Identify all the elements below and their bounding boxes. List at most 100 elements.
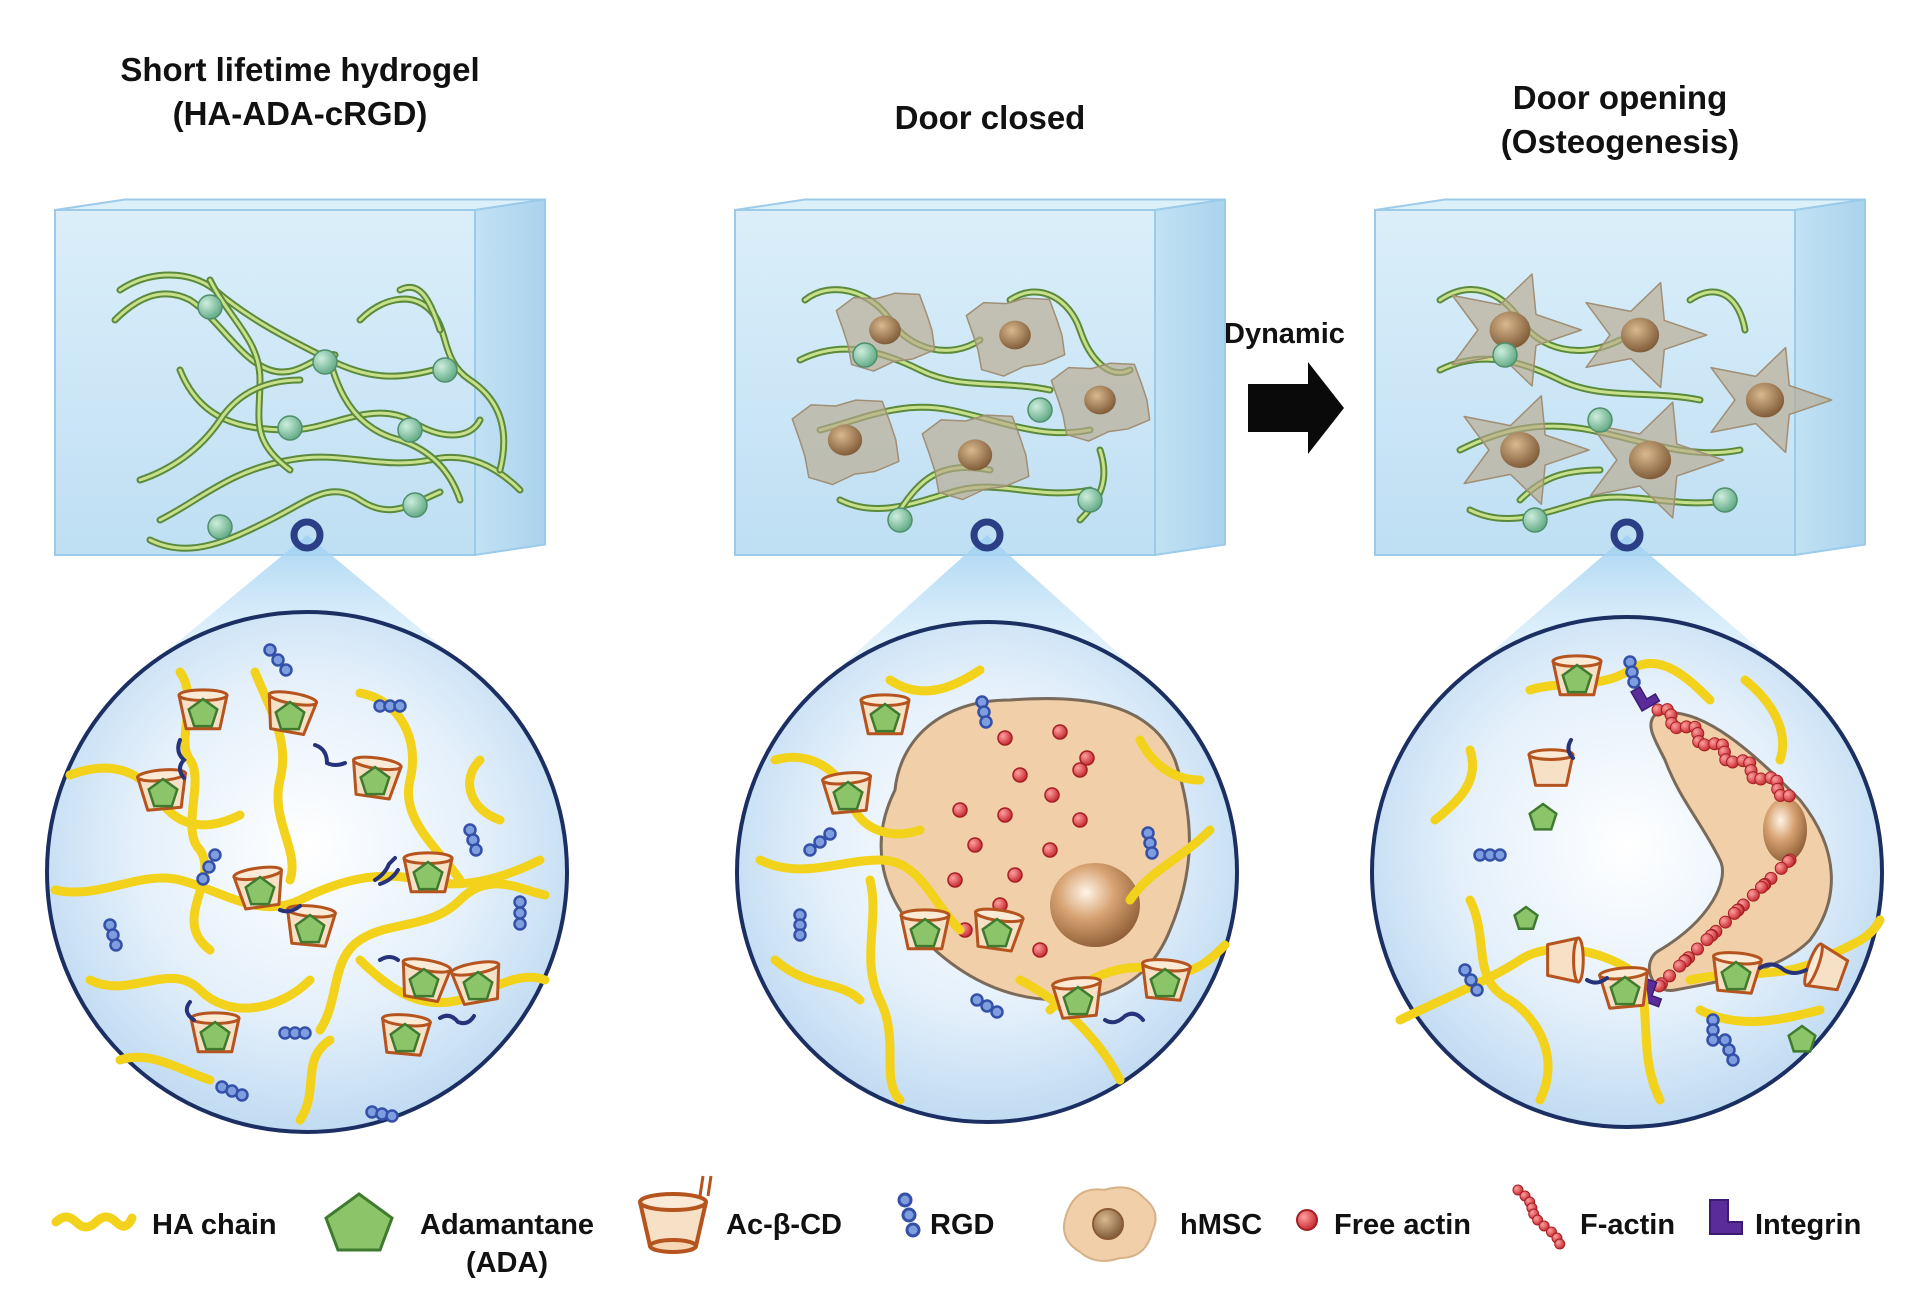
crosslink-node	[402, 492, 428, 518]
adamantane	[187, 697, 219, 728]
cyclodextrin-rim	[1527, 748, 1575, 761]
adamantane	[359, 765, 391, 796]
linker	[1585, 976, 1609, 985]
legend-ha-chain-icon	[51, 1212, 137, 1232]
f-actin-bead	[1782, 789, 1796, 803]
zoom-origin-ring	[1610, 518, 1644, 552]
free-actin	[1042, 842, 1058, 858]
ha-chain	[295, 1035, 335, 1125]
cube-cell-nucleus	[999, 320, 1031, 350]
ha-chain	[315, 879, 550, 1035]
cube-cell-nucleus	[1084, 385, 1116, 415]
legend-integrin-label: Integrin	[1755, 1209, 1862, 1241]
ha-chain	[1430, 745, 1478, 825]
panel3-title-line2: (Osteogenesis)	[1500, 123, 1740, 160]
f-actin-bead	[1727, 906, 1741, 920]
legend-f-actin-bead	[1538, 1220, 1550, 1232]
ha-chain	[115, 1052, 215, 1085]
panel1-strand-7-highlight	[328, 358, 462, 502]
adamantane	[869, 702, 901, 733]
ha-chain	[865, 875, 905, 1105]
f-actin-bead	[1754, 880, 1768, 894]
crosslink-node	[397, 417, 423, 443]
free-actin	[947, 872, 963, 888]
gel-cube-top	[54, 198, 546, 211]
panel3-strand-5-highlight	[1518, 468, 1602, 502]
legend-integrin-icon	[1709, 1199, 1743, 1235]
rgd-bead	[385, 1109, 399, 1123]
legend-cyclodextrin-label: Ac-β-CD	[726, 1209, 842, 1241]
legend-adamantane-line1: Adamantane	[420, 1209, 595, 1241]
rgd-bead	[279, 663, 293, 677]
free-actin	[1044, 787, 1060, 803]
rgd-bead	[793, 928, 807, 942]
panel2	[734, 198, 1239, 1124]
rgd-bead	[298, 1026, 312, 1040]
ha-chain	[1125, 825, 1215, 905]
gel-cube-top	[1374, 198, 1866, 211]
panel1-strand-8-highlight	[138, 378, 302, 482]
crosslink-node	[887, 507, 913, 533]
cyclodextrin-rim	[1572, 936, 1585, 984]
adamantane	[462, 970, 494, 1001]
panel1-title-line2: (HA-ADA-cRGD)	[172, 95, 428, 132]
rgd-bead	[979, 715, 993, 729]
legend-f-actin-label: F-actin	[1580, 1209, 1676, 1241]
legend-hmsc-icon	[1063, 1186, 1157, 1262]
gel-cube-top	[734, 198, 1226, 211]
adamantane	[1062, 985, 1094, 1016]
free-actin	[1079, 750, 1095, 766]
panel1-strand-3-highlight	[158, 455, 522, 522]
ha-chain	[1395, 944, 1635, 1025]
legend-adamantane-label: Adamantane (ADA)	[420, 1206, 594, 1282]
integrin-shape	[1630, 685, 1661, 712]
cyclodextrin-rim	[1803, 942, 1824, 987]
panel1	[45, 198, 569, 1134]
adamantane	[1528, 802, 1558, 831]
legend-f-actin-bead	[1554, 1238, 1566, 1250]
ha-chain	[1465, 895, 1553, 1105]
panel1-strand-2-highlight	[178, 368, 482, 437]
legend-rgd-label: RGD	[930, 1209, 995, 1241]
linker	[1103, 1011, 1145, 1025]
linker	[378, 955, 400, 962]
panel3	[1370, 198, 1885, 1129]
rgd-bead	[513, 917, 527, 931]
linker	[373, 856, 397, 882]
panel1-strand-0-highlight	[113, 292, 337, 374]
rgd-bead	[235, 1088, 249, 1102]
hmsc-cell-elongated	[1647, 711, 1833, 992]
cube-cell-nucleus	[1745, 382, 1785, 418]
cyclodextrin	[1527, 748, 1575, 787]
rgd-bead	[263, 643, 277, 657]
rgd-bead	[469, 843, 483, 857]
rgd-bead	[202, 860, 216, 874]
dynamic-arrow	[1248, 362, 1344, 454]
panel3-strand-3-highlight	[1468, 495, 1732, 521]
f-actin-bead	[1718, 915, 1732, 929]
panel3-title: Door opening (Osteogenesis)	[1390, 76, 1850, 164]
linker	[278, 904, 302, 914]
rgd-bead	[980, 999, 994, 1013]
adamantane	[832, 780, 864, 811]
adamantane	[274, 700, 306, 731]
legend-f-actin-icon	[1512, 1184, 1566, 1250]
cube-cell-nucleus	[1628, 440, 1672, 480]
adamantane	[1609, 975, 1641, 1006]
f-actin-bead	[1663, 969, 1677, 983]
crosslink-node	[1712, 487, 1738, 513]
rgd-bead	[109, 938, 123, 952]
panel3-title-line1: Door opening	[1512, 79, 1728, 116]
ha-chain	[465, 755, 505, 825]
adamantane	[909, 917, 941, 948]
integrin	[1630, 685, 1661, 712]
zoom-sphere	[1370, 615, 1884, 1129]
rgd-bead	[1145, 846, 1159, 860]
rgd-bead	[1458, 963, 1472, 977]
rgd-bead	[513, 906, 527, 920]
rgd-bead	[208, 848, 222, 862]
cyclodextrin	[1546, 936, 1585, 984]
legend-ha-chain-label: HA chain	[152, 1209, 277, 1241]
ha-chain	[885, 665, 985, 696]
